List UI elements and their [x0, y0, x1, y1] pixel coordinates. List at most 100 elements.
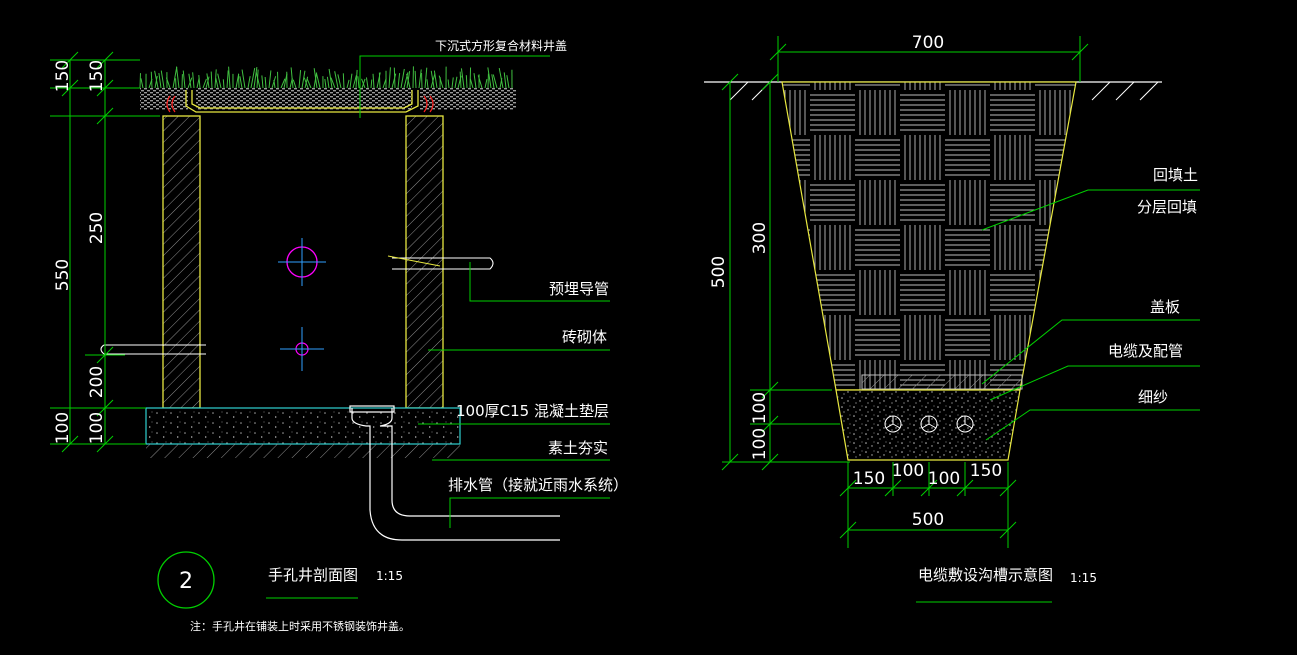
grass-blade: [226, 70, 229, 89]
dim-250: 250: [87, 212, 107, 244]
grass-blade: [250, 67, 256, 89]
dim-100-a: 100: [892, 461, 924, 481]
grass-blade: [426, 79, 429, 89]
well-cover: [185, 90, 419, 113]
grass-blade: [326, 76, 330, 89]
embedded-pipe-left: [100, 344, 206, 355]
pipe-crosshair-lower: [280, 327, 324, 371]
paving-layer-right: [420, 88, 516, 110]
grass-blade: [430, 70, 435, 89]
cover-plate-label: 盖板: [1150, 298, 1180, 316]
grass-blade: [160, 70, 165, 89]
dim-100-low: 100: [750, 428, 770, 460]
grass-blade: [477, 75, 483, 89]
grass-blade: [438, 75, 444, 89]
grass-blade: [447, 79, 450, 89]
dim-200: 200: [87, 366, 107, 398]
grass-blade: [182, 70, 186, 89]
grass-blade: [397, 72, 401, 89]
grass-blade: [192, 72, 195, 89]
grass-blade: [349, 73, 353, 89]
grass-blade: [391, 73, 397, 89]
left-leader-lines: [359, 55, 610, 528]
soil-label: 素土夯实: [548, 439, 608, 457]
brick-wall-right: [405, 115, 444, 409]
hand-hole-title: 手孔井剖面图: [268, 566, 358, 584]
grass-blade: [241, 69, 246, 89]
grass-blade: [239, 76, 243, 89]
grass-blade: [280, 78, 286, 89]
grass-blade: [469, 67, 472, 89]
hand-hole-scale: 1:15: [376, 569, 403, 583]
grass-blade: [205, 76, 210, 89]
dim-100-b: 100: [928, 469, 960, 489]
grass-blade: [154, 75, 158, 89]
grass-blade: [469, 78, 474, 89]
grass-blade: [228, 66, 231, 89]
ground-hatch-right: [1091, 81, 1159, 101]
sand-label: 细纱: [1138, 388, 1168, 406]
grass-blade: [454, 76, 458, 89]
layered-backfill-label: 分层回填: [1137, 198, 1197, 216]
cover-label: 下沉式方形复合材料井盖: [435, 38, 567, 53]
grass-blade: [503, 72, 507, 89]
grass-blade: [451, 77, 454, 89]
dim-150-a: 150: [853, 469, 885, 489]
grass-blade: [172, 66, 178, 89]
brick-label: 砖砌体: [562, 328, 607, 346]
grass-blade: [306, 78, 312, 89]
cover-seal-right: [423, 95, 434, 113]
grass-blade: [487, 67, 492, 89]
concrete-label: 100厚C15 混凝土垫层: [456, 402, 609, 420]
grass-blade: [506, 75, 510, 89]
left-dimension-lines: [50, 51, 160, 453]
brick-wall-left: [162, 115, 201, 409]
embedded-pipe-right-cut: [387, 255, 441, 267]
drain-pipe: [351, 408, 560, 541]
grass-blade: [328, 68, 333, 89]
grass-blade: [150, 71, 153, 89]
grass-blade: [491, 74, 495, 89]
grass-blade: [222, 79, 225, 89]
dim-150-outer: 150: [53, 60, 73, 92]
dim-100-inner: 100: [87, 412, 107, 444]
grass-surface: [139, 66, 513, 89]
dim-300: 300: [750, 222, 770, 254]
grass-blade: [388, 67, 391, 89]
dim-700: 700: [912, 33, 944, 53]
grass-blade: [261, 75, 264, 89]
right-leader-lines: [981, 189, 1200, 441]
drain-label: 排水管（接就近雨水系统）: [448, 476, 628, 494]
concrete-base: [145, 407, 461, 445]
grass-blade: [255, 72, 261, 89]
ground-hatch-left: [729, 81, 771, 101]
grass-blade: [292, 79, 297, 89]
grass-blade: [202, 78, 207, 89]
embedded-pipe-right: [392, 257, 494, 270]
dim-150-b: 150: [970, 461, 1002, 481]
grass-blade: [298, 70, 302, 89]
pipe-crosshair-upper: [278, 238, 326, 286]
title-number: 2: [179, 569, 193, 594]
grass-blade: [352, 75, 357, 89]
grass-blade: [378, 72, 381, 89]
grass-blade: [176, 66, 180, 89]
grass-blade: [301, 70, 306, 89]
cable-trench-drawing: 700 500 300 100 100 150 100 100 150 500 …: [704, 33, 1200, 603]
grass-blade: [210, 71, 213, 89]
dim-100-outer: 100: [53, 412, 73, 444]
grass-blade: [247, 76, 251, 89]
grass-blade: [140, 78, 144, 89]
grass-blade: [324, 79, 327, 89]
grass-blade: [303, 77, 309, 89]
grass-blade: [355, 69, 358, 89]
grass-blade: [337, 74, 342, 89]
grass-blade: [460, 68, 465, 89]
grass-blade: [330, 77, 336, 89]
paving-layer-left: [140, 88, 188, 110]
dim-550: 550: [53, 259, 73, 291]
grass-blade: [315, 72, 321, 89]
grass-blade: [342, 73, 345, 89]
grass-blade: [393, 67, 396, 89]
drain-inlet: [349, 405, 395, 413]
